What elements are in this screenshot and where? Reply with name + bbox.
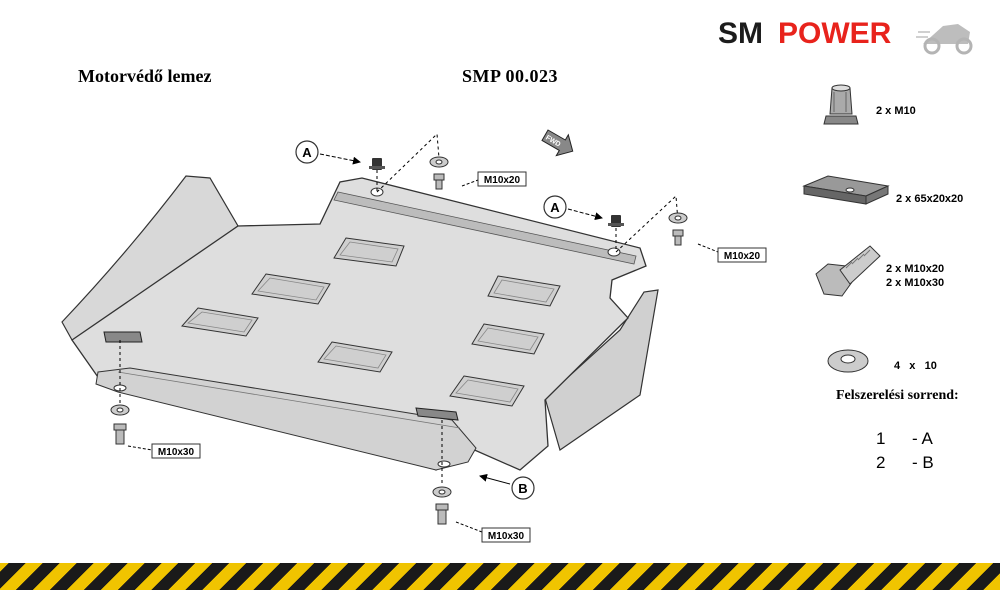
hex-bolt-icon: [815, 245, 881, 297]
label-m10x30-bottom: M10x30: [455, 521, 531, 543]
bolt-bottom-left: [113, 423, 127, 445]
svg-text:M10x20: M10x20: [484, 175, 521, 186]
bolt-top-right: [672, 229, 684, 246]
bolt-bottom-center: [435, 503, 449, 525]
fwd-arrow-icon: FWD: [541, 129, 574, 157]
label-m10x30-left: M10x30: [127, 443, 201, 459]
rivet-nut-icon: [823, 84, 859, 125]
top-flange: [333, 191, 637, 265]
washer-top-left: [429, 156, 449, 168]
diagram-title: Motorvédő lemez: [78, 66, 212, 86]
bolt-top-left: [433, 173, 445, 190]
bottom-mount-strip: [95, 367, 477, 471]
svg-text:A: A: [550, 200, 560, 215]
callout-a-top: A: [295, 140, 361, 165]
svg-text:M10x30: M10x30: [158, 447, 195, 458]
svg-text:M10x20: M10x20: [724, 251, 761, 262]
counter-plates: [103, 331, 459, 421]
callout-b: B: [479, 473, 535, 500]
part-label-rivet-nut: 2 x M10: [876, 105, 916, 117]
brand-sm-text: SM: [718, 17, 763, 50]
washer-icon: [827, 349, 869, 373]
sequence-step-1-number: 1: [876, 429, 885, 448]
svg-text:B: B: [518, 481, 527, 496]
counter-plate-icon: [802, 175, 890, 205]
part-label-counter-plate: 2 x 65x20x20: [896, 193, 963, 205]
brand-power-text: POWER: [778, 17, 892, 50]
label-m10x20-right: M10x20: [697, 243, 767, 263]
smpower-logo: SM POWER: [718, 17, 973, 55]
washer-bottom-left: [110, 404, 130, 416]
part-label-bolt-m10x20: 2 x M10x20: [886, 263, 944, 275]
sequence-step-1-letter: - A: [912, 429, 933, 448]
rivet-nut-a-top: [369, 158, 385, 170]
rivet-nut-a-right: [608, 215, 624, 227]
svg-text:M10x30: M10x30: [488, 531, 525, 542]
washer-bottom-center: [432, 486, 452, 498]
embossed-ribs: [181, 237, 561, 407]
label-m10x20-top: M10x20: [461, 171, 527, 187]
motorcycle-icon: [916, 24, 973, 55]
sequence-step-2-number: 2: [876, 453, 885, 472]
part-label-bolt-m10x30: 2 x M10x30: [886, 277, 944, 289]
callout-a-right: A: [543, 195, 603, 221]
sequence-step-2-letter: - B: [912, 453, 934, 472]
washer-top-right: [668, 212, 688, 224]
sequence-title: Felszerelési sorrend:: [836, 388, 959, 403]
part-label-washer: 4 x 10: [894, 360, 937, 372]
hazard-stripe-bar: [0, 563, 1000, 590]
product-code: SMP 00.023: [462, 66, 559, 86]
svg-text:A: A: [302, 145, 312, 160]
